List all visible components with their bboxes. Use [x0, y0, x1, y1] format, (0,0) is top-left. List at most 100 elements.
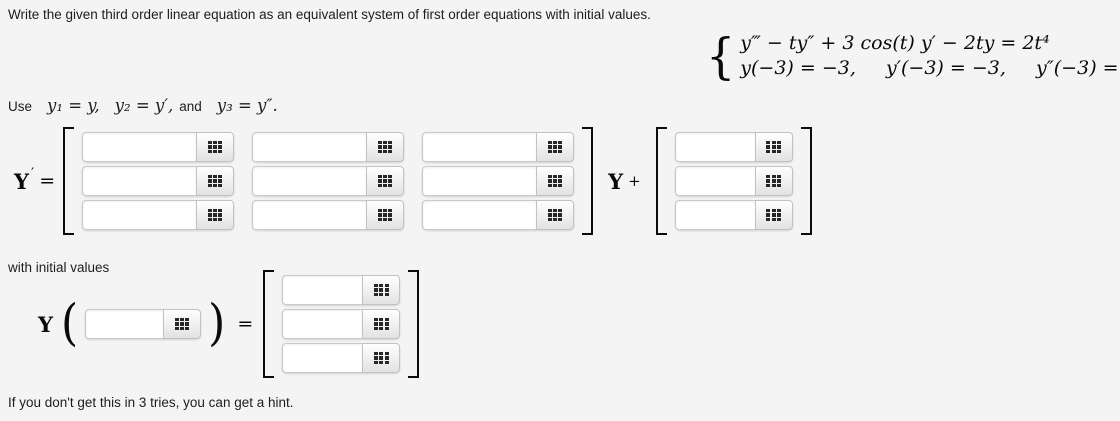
matrix-input-1-2[interactable] [252, 132, 367, 162]
grid-editor-icon [207, 208, 223, 222]
t0-input[interactable] [85, 309, 164, 339]
initial-values-vector [282, 275, 401, 373]
initial-values-answer-row: Y ( ) = [38, 270, 420, 378]
coefficient-matrix [82, 132, 575, 230]
grid-editor-icon [207, 174, 223, 188]
substitution-y3: y₃ = y″. [216, 96, 278, 115]
grid-editor-icon [373, 317, 389, 331]
vector-entry-2 [674, 166, 793, 196]
substitution-instructions: Use y₁ = y, y₂ = y′, and y₃ = y″. [8, 96, 278, 115]
iv-input-3[interactable] [282, 343, 363, 373]
grid-editor-icon [377, 208, 393, 222]
equation-editor-button[interactable] [536, 132, 575, 162]
equation-editor-button[interactable] [366, 200, 405, 230]
equals-sign: = [39, 170, 56, 192]
matrix-input-2-2[interactable] [252, 166, 367, 196]
matrix-input-3-1[interactable] [82, 200, 197, 230]
y-plus-label: Y + [608, 169, 641, 194]
equation-editor-button[interactable] [754, 166, 793, 196]
matrix-entry-1-3 [422, 132, 575, 162]
vector-entry-3 [674, 200, 793, 230]
use-label: Use [8, 99, 33, 114]
vector-input-3[interactable] [674, 200, 755, 230]
matrix-entry-1-1 [82, 132, 235, 162]
equation-editor-button[interactable] [754, 200, 793, 230]
grid-editor-icon [174, 317, 190, 331]
initial-values-heading: with initial values [8, 260, 110, 275]
equation-editor-button[interactable] [163, 309, 202, 339]
vector-open-bracket [655, 127, 667, 235]
grid-editor-icon [377, 140, 393, 154]
equation-editor-button[interactable] [366, 132, 405, 162]
initial-condition-3: y″(−3) = 2 [1035, 57, 1120, 79]
vector-input-2[interactable] [674, 166, 755, 196]
iv-input-1[interactable] [282, 275, 363, 305]
matrix-entry-1-2 [252, 132, 405, 162]
iv-open-bracket [263, 270, 275, 378]
open-paren: ( [61, 294, 79, 352]
grid-editor-icon [766, 208, 781, 222]
equation-lines: y‴ − ty″ + 3 cos(t) y′ − 2ty = 2t⁴ y(−3)… [740, 31, 1120, 81]
equation-editor-button[interactable] [196, 200, 235, 230]
matrix-input-3-3[interactable] [422, 200, 537, 230]
grid-editor-icon [377, 174, 393, 188]
problem-statement: Write the given third order linear equat… [8, 7, 651, 22]
grid-editor-icon [766, 140, 781, 154]
initial-conditions: y(−3) = −3, y′(−3) = −3, y″(−3) = 2 [740, 56, 1120, 81]
hint-message: If you don't get this in 3 tries, you ca… [8, 395, 294, 410]
matrix-entry-2-2 [252, 166, 405, 196]
equation-editor-button[interactable] [196, 132, 235, 162]
equation-editor-button[interactable] [196, 166, 235, 196]
matrix-entry-2-1 [82, 166, 235, 196]
matrix-input-1-1[interactable] [82, 132, 197, 162]
vector-entry-1 [674, 132, 793, 162]
equals-sign: = [237, 313, 254, 335]
grid-editor-icon [547, 140, 563, 154]
given-equation-system: { y‴ − ty″ + 3 cos(t) y′ − 2ty = 2t⁴ y(−… [706, 31, 1120, 81]
matrix-entry-3-2 [252, 200, 405, 230]
ode-equation: y‴ − ty″ + 3 cos(t) y′ − 2ty = 2t⁴ [740, 32, 1050, 54]
grid-editor-icon [766, 174, 781, 188]
equation-editor-button[interactable] [754, 132, 793, 162]
prime-mark: ′ [31, 166, 35, 182]
matrix-entry-3-3 [422, 200, 575, 230]
y-of-t-label: Y [38, 311, 53, 337]
close-paren: ) [208, 294, 226, 352]
substitution-y1: y₁ = y, [47, 96, 100, 115]
y-vector-label: Y [608, 168, 624, 194]
vector-close-bracket [800, 127, 812, 235]
vector-input-1[interactable] [674, 132, 755, 162]
grid-editor-icon [547, 208, 563, 222]
equation-editor-button[interactable] [366, 166, 405, 196]
initial-condition-2: y′(−3) = −3, [885, 57, 1006, 79]
matrix-entry-3-1 [82, 200, 235, 230]
t0-entry [85, 309, 202, 339]
grid-editor-icon [373, 283, 389, 297]
equation-editor-button[interactable] [362, 343, 401, 373]
matrix-input-2-3[interactable] [422, 166, 537, 196]
matrix-input-2-1[interactable] [82, 166, 197, 196]
and-label: and [179, 99, 202, 114]
grid-editor-icon [373, 351, 389, 365]
plus-sign: + [628, 172, 641, 190]
substitution-y2: y₂ = y′, [114, 96, 174, 115]
matrix-open-bracket [63, 127, 75, 235]
matrix-close-bracket [582, 127, 594, 235]
left-brace: { [706, 27, 736, 85]
equation-editor-button[interactable] [362, 309, 401, 339]
initial-condition-1: y(−3) = −3, [740, 57, 856, 79]
iv-close-bracket [408, 270, 420, 378]
y-prime-label: Y [14, 168, 29, 194]
iv-entry-2 [282, 309, 401, 339]
grid-editor-icon [207, 140, 223, 154]
equation-editor-button[interactable] [362, 275, 401, 305]
matrix-input-1-3[interactable] [422, 132, 537, 162]
matrix-input-3-2[interactable] [252, 200, 367, 230]
iv-input-2[interactable] [282, 309, 363, 339]
forcing-vector [674, 132, 793, 230]
iv-entry-1 [282, 275, 401, 305]
iv-entry-3 [282, 343, 401, 373]
equation-editor-button[interactable] [536, 166, 575, 196]
equation-editor-button[interactable] [536, 200, 575, 230]
